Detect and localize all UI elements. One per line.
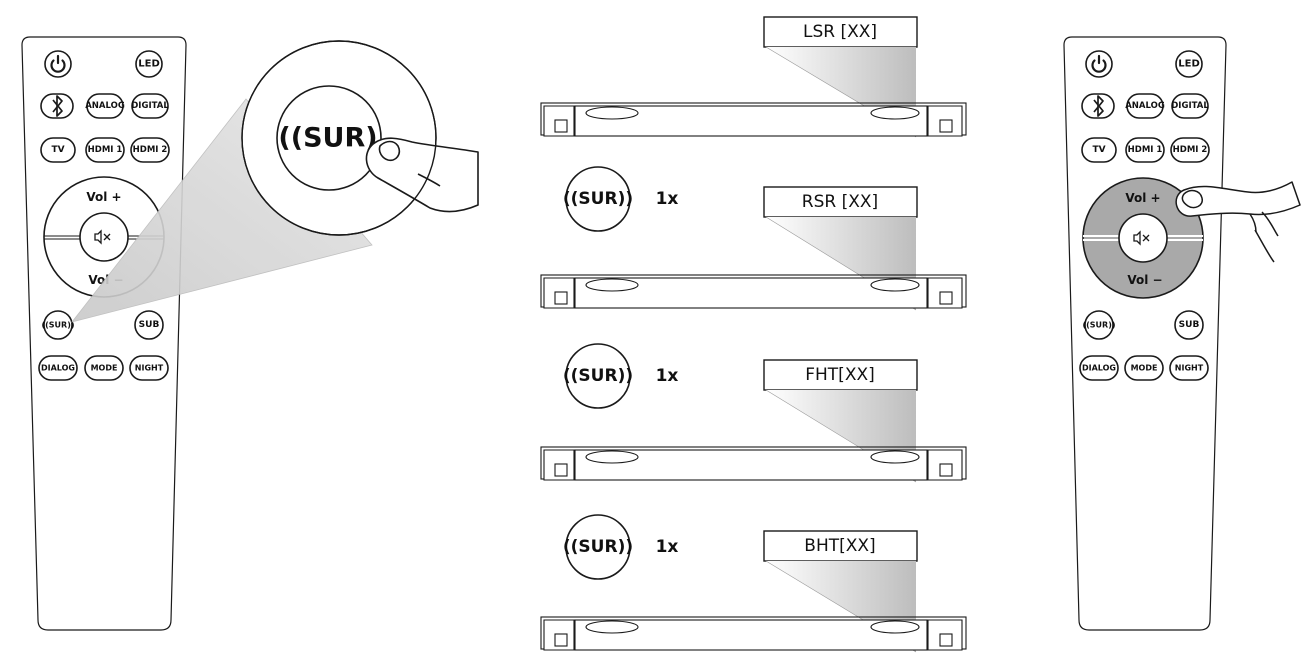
mode-button[interactable]: MODE: [1124, 355, 1164, 381]
hdmi2-button[interactable]: HDMI 2: [1170, 137, 1210, 163]
step-3: ((SUR)) 1x FHT[XX]: [540, 343, 967, 483]
soundbar: [540, 446, 967, 481]
dialog-button[interactable]: DIALOG: [38, 355, 78, 381]
led-button[interactable]: LED: [1175, 50, 1203, 78]
hdmi1-label: HDMI 1: [88, 145, 123, 155]
sub-button[interactable]: SUB: [1174, 310, 1204, 340]
sur-label: ((SUR)): [41, 321, 74, 330]
sub-label: SUB: [139, 320, 160, 330]
soundbar: [540, 616, 967, 651]
remote-body: [1063, 36, 1227, 631]
vol-up-label[interactable]: Vol +: [86, 190, 121, 204]
soundbar: [540, 274, 967, 309]
hdmi2-label: HDMI 2: [1173, 145, 1208, 155]
display-box: LSR [XX]: [763, 16, 918, 48]
tv-label: TV: [51, 145, 64, 155]
finger-icon: [365, 137, 479, 213]
mute-icon[interactable]: [1133, 230, 1150, 246]
press-count: 1x: [656, 189, 679, 209]
vol-up-label[interactable]: Vol +: [1125, 191, 1160, 205]
dialog-label: DIALOG: [41, 364, 75, 373]
press-count: 1x: [656, 366, 679, 386]
tv-button[interactable]: TV: [40, 137, 76, 163]
press-count: 1x: [656, 537, 679, 557]
sur-button[interactable]: ((SUR)): [41, 310, 75, 340]
analog-button[interactable]: ANALOG: [1125, 93, 1165, 119]
mode-label: MODE: [91, 364, 118, 373]
dialog-label: DIALOG: [1082, 364, 1116, 373]
sur-label: ((SUR)): [1082, 321, 1115, 330]
analog-label: ANALOG: [1125, 101, 1165, 111]
digital-button[interactable]: DIGITAL: [131, 93, 169, 119]
hdmi1-button[interactable]: HDMI 1: [1125, 137, 1165, 163]
analog-label: ANALOG: [85, 101, 125, 111]
mode-button[interactable]: MODE: [84, 355, 124, 381]
tv-label: TV: [1092, 145, 1105, 155]
display-box: FHT[XX]: [763, 359, 918, 391]
hdmi2-label: HDMI 2: [133, 145, 168, 155]
sur-press-button: ((SUR)): [563, 166, 633, 232]
step-2: ((SUR)) 1x RSR [XX]: [540, 166, 967, 311]
hdmi1-button[interactable]: HDMI 1: [85, 137, 125, 163]
bluetooth-button[interactable]: [40, 93, 74, 119]
night-label: NIGHT: [135, 364, 164, 373]
bluetooth-icon: [1093, 95, 1104, 117]
hdmi1-label: HDMI 1: [1128, 145, 1163, 155]
led-button[interactable]: LED: [135, 50, 163, 78]
sur-press-label: ((SUR)): [563, 366, 633, 386]
sur-press-label: ((SUR)): [563, 189, 633, 209]
vol-down-label[interactable]: Vol −: [1127, 273, 1162, 287]
sur-button[interactable]: ((SUR)): [1082, 310, 1116, 340]
analog-button[interactable]: ANALOG: [85, 93, 125, 119]
power-button[interactable]: [1085, 50, 1113, 78]
digital-label: DIGITAL: [131, 101, 169, 111]
step-4: ((SUR)) 1x BHT[XX]: [540, 514, 967, 653]
power-icon: [1091, 54, 1107, 73]
volume-dial[interactable]: Vol + Vol −: [1082, 177, 1204, 299]
left-remote: LED ANALOG DIGITAL TV HDMI 1 HDMI 2: [21, 36, 187, 631]
bluetooth-button[interactable]: [1081, 93, 1115, 119]
sur-press-label: ((SUR)): [563, 537, 633, 557]
mode-label: MODE: [1131, 364, 1158, 373]
display-box: RSR [XX]: [763, 186, 918, 218]
sub-button[interactable]: SUB: [134, 310, 164, 340]
display-text: LSR [XX]: [803, 22, 877, 42]
digital-button[interactable]: DIGITAL: [1171, 93, 1209, 119]
zoom-magnifier: ((SUR): [241, 40, 479, 236]
sur-press-button: ((SUR)): [563, 343, 633, 409]
led-label: LED: [138, 59, 160, 70]
led-label: LED: [1178, 59, 1200, 70]
mute-icon[interactable]: [94, 229, 111, 245]
night-button[interactable]: NIGHT: [129, 355, 169, 381]
night-button[interactable]: NIGHT: [1169, 355, 1209, 381]
soundbar: [540, 102, 967, 137]
zoom-sur-label: ((SUR): [278, 123, 377, 154]
power-button[interactable]: [44, 50, 72, 78]
finger-icon: [1175, 181, 1301, 263]
sub-label: SUB: [1179, 320, 1200, 330]
remote-body: [21, 36, 187, 631]
dialog-button[interactable]: DIALOG: [1079, 355, 1119, 381]
right-remote: LED ANALOG DIGITAL TV HDMI 1 HDMI 2: [1063, 36, 1301, 631]
step-1: LSR [XX]: [540, 16, 967, 138]
bluetooth-icon: [52, 95, 63, 117]
digital-label: DIGITAL: [1171, 101, 1209, 111]
hdmi2-button[interactable]: HDMI 2: [130, 137, 170, 163]
display-box: BHT[XX]: [763, 530, 918, 562]
power-icon: [50, 54, 66, 73]
display-text: BHT[XX]: [804, 536, 875, 556]
tv-button[interactable]: TV: [1081, 137, 1117, 163]
display-text: FHT[XX]: [805, 365, 875, 385]
night-label: NIGHT: [1175, 364, 1204, 373]
sur-press-button: ((SUR)): [563, 514, 633, 580]
display-text: RSR [XX]: [802, 192, 878, 212]
